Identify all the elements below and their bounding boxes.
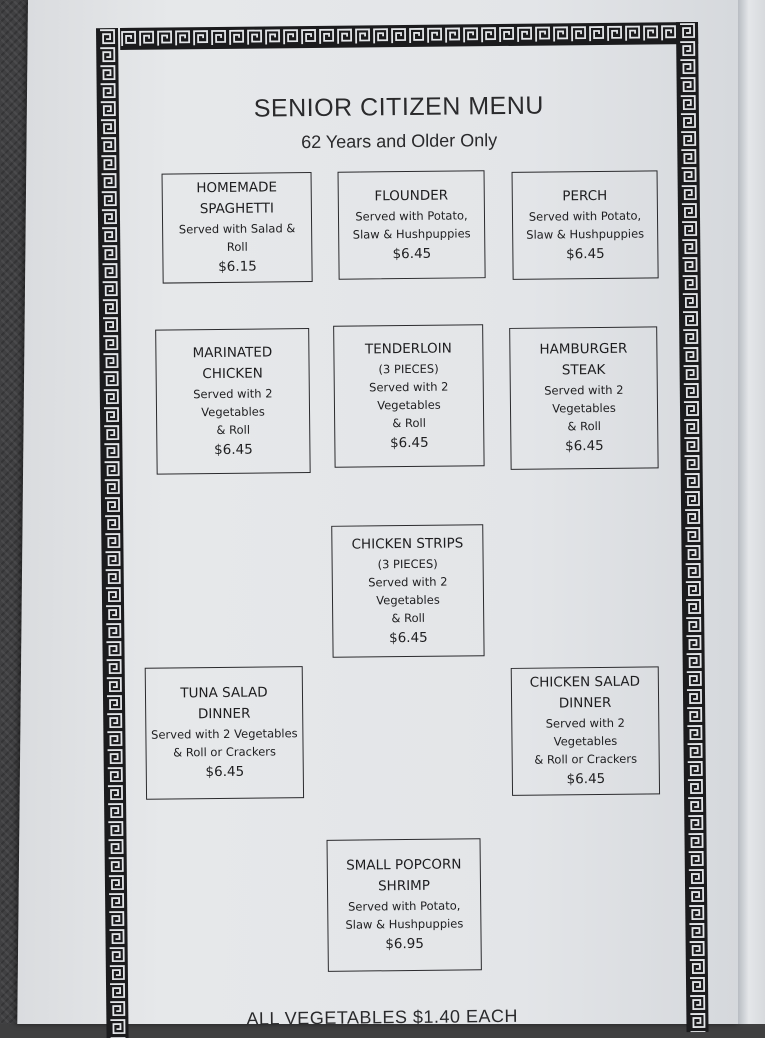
menu-title: SENIOR CITIZEN MENU xyxy=(253,91,545,123)
menu-item-price: $6.45 xyxy=(388,629,428,646)
menu-item-name: STEAK xyxy=(561,361,606,379)
menu-item-name: TUNA SALAD xyxy=(180,684,268,702)
menu-item-name: HAMBURGER xyxy=(539,340,628,358)
menu-item-flounder: FLOUNDER Served with Potato,Slaw & Hushpu… xyxy=(337,170,486,280)
menu-item-description: Served with Potato, xyxy=(528,208,642,224)
menu-item-name: TENDERLOIN xyxy=(364,340,452,357)
paper-fold-edge xyxy=(738,0,765,1024)
menu-item-price: $6.95 xyxy=(385,935,425,953)
menu-item-price: $6.45 xyxy=(389,434,429,451)
menu-item-hamburger-steak: HAMBURGER STEAK Served with 2 Vegetables & … xyxy=(509,326,659,470)
menu-item-description: & Roll xyxy=(567,418,602,434)
menu-item-description: Served with 2 Vegetables xyxy=(151,726,298,742)
menu-item-description: Served with 2 Vegetables xyxy=(368,574,448,607)
menu-item-price: $6.45 xyxy=(205,763,245,781)
menu-item-description: Served with Potato, xyxy=(355,207,468,224)
menu-item-description: Slaw & Hushpuppies xyxy=(352,225,471,242)
menu-subtitle: 62 Years and Older Only xyxy=(301,130,498,153)
menu-item-price: $6.45 xyxy=(566,770,606,788)
menu-item-price: $6.45 xyxy=(392,245,432,262)
menu-item-price: $6.15 xyxy=(218,258,257,275)
menu-item-description: Served with 2 Vegetables xyxy=(545,715,626,749)
menu-item-tuna-salad-dinner: TUNA SALAD DINNER Served with 2 Vegetables… xyxy=(144,666,305,800)
menu-item-name: CHICKEN xyxy=(202,365,263,382)
greek-key-border-left xyxy=(96,28,129,1038)
menu-frame: SENIOR CITIZEN MENU 62 Years and Older O… xyxy=(96,21,709,1038)
menu-item-description: Served with Potato, xyxy=(347,898,461,914)
menu-item-price: $6.45 xyxy=(564,437,604,455)
menu-item-description: Served with 2 Vegetables xyxy=(193,385,273,419)
menu-item-description: Served with 2 Vegetables xyxy=(544,382,624,416)
menu-item-chicken-salad-dinner: CHICKEN SALAD DINNER Served with 2 Vegetab… xyxy=(510,666,661,796)
menu-item-price: $6.45 xyxy=(565,245,605,262)
menu-item-name: SHRIMP xyxy=(377,877,431,895)
vegetables-price-note: ALL VEGETABLES $1.40 EACH xyxy=(246,1005,519,1029)
menu-item-description: Served with Salad & Roll xyxy=(178,221,296,254)
menu-item-tenderloin: TENDERLOIN (3 PIECES) Served with 2 Vegeta… xyxy=(333,324,485,468)
menu-item-perch: PERCH Served with Potato, Slaw & Hushpuppi… xyxy=(511,170,659,280)
menu-item-description: Slaw & Hushpuppies xyxy=(526,226,645,242)
menu-item-description: (3 PIECES) xyxy=(378,361,439,376)
menu-item-name: SPAGHETTI xyxy=(199,200,275,218)
menu-item-name: DINNER xyxy=(558,694,612,712)
menu-item-name: MARINATED xyxy=(192,343,273,361)
menu-item-homemade-spaghetti: HOMEMADE SPAGHETTI Served with Salad & Rol… xyxy=(161,172,313,284)
menu-item-marinated-chicken: MARINATED CHICKEN Served with 2 Vegetables… xyxy=(155,328,311,475)
menu-item-name: PERCH xyxy=(562,187,608,204)
menu-item-name: CHICKEN STRIPS xyxy=(351,534,464,553)
menu-item-chicken-strips: CHICKEN STRIPS (3 PIECES) Served with 2 Ve… xyxy=(331,524,485,658)
greek-key-border-right xyxy=(675,21,709,1033)
menu-item-description: & Roll or Crackers xyxy=(173,744,277,760)
greek-key-pattern xyxy=(679,23,706,1033)
menu-item-name: DINNER xyxy=(197,705,251,723)
greek-key-pattern xyxy=(100,29,126,1038)
menu-item-name: SMALL POPCORN xyxy=(346,856,462,874)
menu-item-description: & Roll xyxy=(391,610,426,625)
menu-item-description: & Roll or Crackers xyxy=(534,751,638,767)
menu-item-price: $6.45 xyxy=(214,441,253,458)
menu-item-name: HOMEMADE xyxy=(196,179,278,197)
menu-item-name: CHICKEN SALAD xyxy=(529,673,641,691)
menu-item-description: & Roll xyxy=(216,422,251,437)
menu-item-description: (3 PIECES) xyxy=(377,556,438,571)
menu-item-description: & Roll xyxy=(392,415,426,430)
menu-item-description: Slaw & Hushpuppies xyxy=(345,916,464,932)
menu-content: SENIOR CITIZEN MENU 62 Years and Older O… xyxy=(120,44,686,1038)
menu-item-name: FLOUNDER xyxy=(374,187,449,204)
menu-item-small-popcorn-shrimp: SMALL POPCORN SHRIMP Served with Potato, Sl… xyxy=(326,838,482,972)
menu-item-description: Served with 2 Vegetables xyxy=(369,379,449,412)
